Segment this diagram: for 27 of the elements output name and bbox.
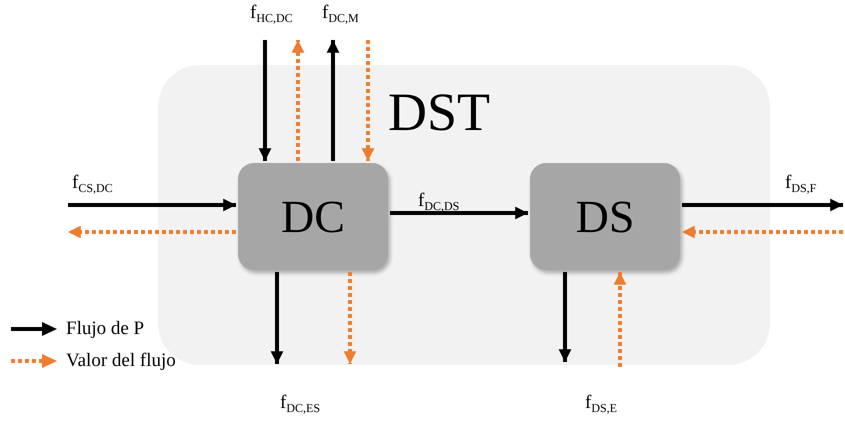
arrow: [258, 40, 272, 161]
dashed-arrow: [344, 272, 356, 364]
dashed-arrow: [292, 40, 304, 161]
dashed-arrow: [362, 40, 374, 161]
arrow: [558, 272, 572, 362]
flow-label: f$_{DS,F}$: [785, 172, 816, 197]
arrow: [68, 198, 236, 212]
legend-label: Valor del flujo: [66, 350, 176, 372]
arrow: [682, 198, 843, 212]
arrow: [326, 40, 340, 161]
flow-label: f$_{DS,E}$: [585, 392, 617, 417]
flow-label: f$_{HC,DC}$: [250, 2, 293, 27]
process-box: [238, 163, 388, 270]
arrow: [390, 206, 528, 220]
flow-label: f$_{DC,DS}$: [418, 190, 460, 215]
dashed-arrow: [68, 226, 236, 238]
box-label: DS: [576, 194, 634, 240]
flow-label: f$_{DC,ES}$: [280, 392, 320, 417]
arrow: [270, 272, 284, 364]
process-box: [530, 163, 680, 270]
dashed-arrow: [614, 272, 626, 367]
flow-label: f$_{CS,DC}$: [72, 172, 113, 197]
legend-label: Flujo de P: [66, 318, 144, 340]
panel-title: DST: [388, 85, 490, 139]
box-label: DC: [281, 194, 345, 240]
flow-label: f$_{DC,M}$: [322, 2, 359, 27]
dashed-arrow: [682, 226, 843, 238]
